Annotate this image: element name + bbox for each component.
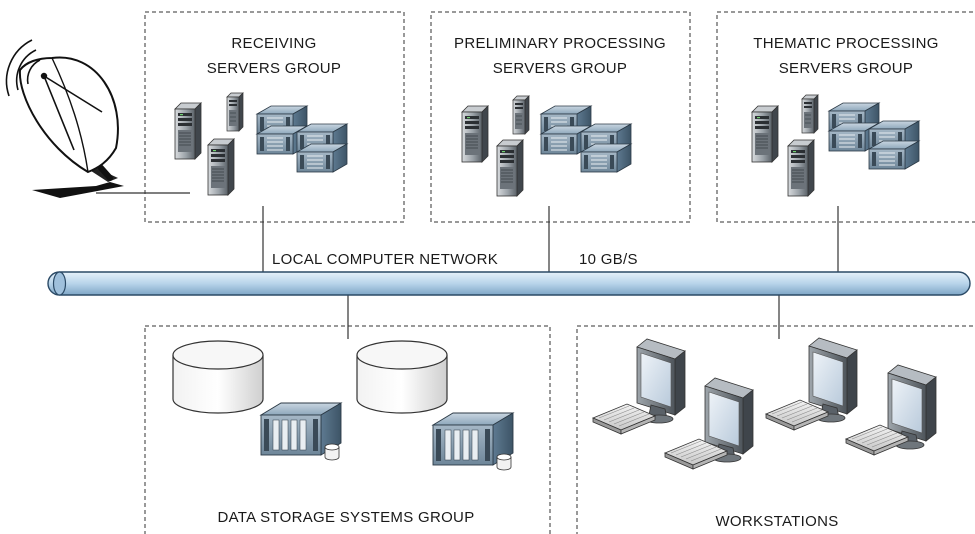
tower-server-icon xyxy=(801,94,819,134)
rack-server-icon xyxy=(829,103,919,169)
receiving-group-box xyxy=(144,11,405,223)
tower-server-icon xyxy=(496,139,524,197)
receiving-title-line1: RECEIVING xyxy=(231,35,316,52)
tower-server-icon xyxy=(207,138,235,196)
receiving-title-line2: SERVERS GROUP xyxy=(207,60,342,77)
rack-server-icon xyxy=(257,106,347,172)
network-label: LOCAL COMPUTER NETWORK xyxy=(272,251,498,268)
storage-array-icon xyxy=(432,412,514,471)
receiving-servers xyxy=(174,92,347,196)
preliminary-title-line2: SERVERS GROUP xyxy=(493,60,628,77)
tower-server-icon xyxy=(787,139,815,197)
database-cylinder-icon xyxy=(356,340,448,414)
workstation-devices xyxy=(592,337,937,470)
keyboard-icon xyxy=(592,403,656,435)
storage-group-box xyxy=(144,325,551,534)
storage-array-icon xyxy=(260,402,342,461)
tower-server-icon xyxy=(512,95,530,135)
thematic-group-box xyxy=(716,11,975,223)
rack-server-icon xyxy=(541,106,631,172)
network-bus xyxy=(47,271,971,296)
tower-server-icon xyxy=(174,102,202,160)
tower-server-icon xyxy=(751,105,779,163)
satellite-dish-icon xyxy=(5,39,124,198)
thematic-title-line1: THEMATIC PROCESSING xyxy=(753,35,938,52)
preliminary-title-line1: PRELIMINARY PROCESSING xyxy=(454,35,666,52)
monitor-icon xyxy=(636,338,686,424)
storage-devices xyxy=(172,340,514,471)
database-cylinder-icon xyxy=(172,340,264,414)
preliminary-group-box xyxy=(430,11,691,223)
preliminary-servers xyxy=(461,95,631,197)
network-speed: 10 GB/S xyxy=(579,251,638,268)
thematic-servers xyxy=(751,94,919,197)
storage-title: DATA STORAGE SYSTEMS GROUP xyxy=(217,509,474,526)
tower-server-icon xyxy=(226,92,244,132)
workstations-title: WORKSTATIONS xyxy=(715,513,838,530)
tower-server-icon xyxy=(461,105,489,163)
thematic-title-line2: SERVERS GROUP xyxy=(779,60,914,77)
